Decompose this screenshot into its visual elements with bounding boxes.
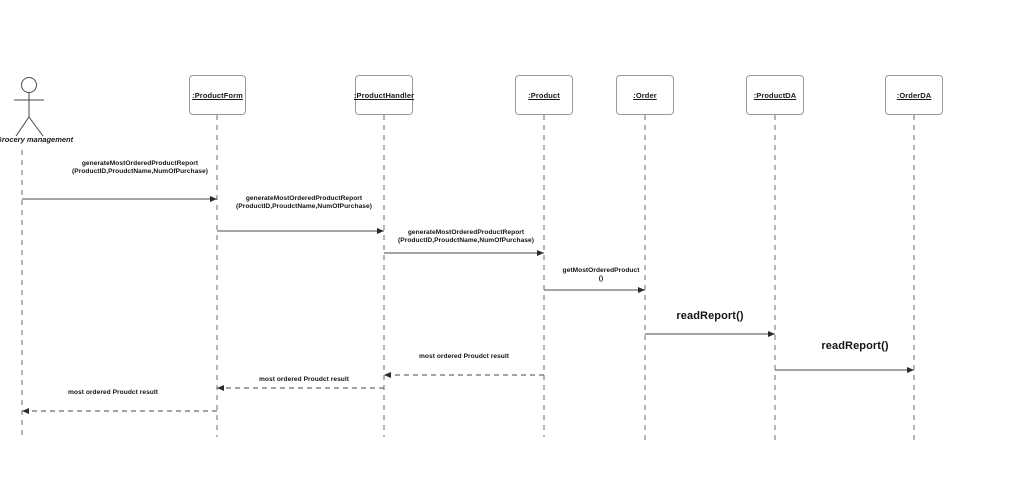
message-label-text-msg-4: getMostOrderedProduct (): [562, 267, 640, 283]
lifeline-box-order[interactable]: :Order: [616, 75, 674, 115]
lifeline-title-product-form: :ProductForm: [192, 90, 243, 100]
message-label-text-ret-1: most ordered Proudct result: [418, 353, 510, 360]
lifeline-box-product-handler[interactable]: :ProductHandler: [353, 75, 415, 115]
actor-label: Grocery management: [0, 135, 74, 144]
message-label-text-msg-1: generateMostOrderedProductReport (Produc…: [72, 160, 208, 176]
lifeline-title-order-da: :OrderDA: [896, 90, 932, 100]
lifeline-title-product-handler: :ProductHandler: [353, 90, 415, 100]
message-arrows-group: [22, 196, 914, 414]
message-label-text-msg-3: generateMostOrderedProductReport (Produc…: [398, 229, 534, 245]
lifeline-box-order-da[interactable]: :OrderDA: [885, 75, 943, 115]
lifeline-box-product[interactable]: :Product: [515, 75, 573, 115]
lifeline-title-order: :Order: [633, 90, 657, 100]
actor-stick-figure: [14, 77, 44, 137]
lifeline-dashes-group: [21, 115, 915, 443]
lifeline-title-product-da: :ProductDA: [753, 90, 797, 100]
message-label-text-ret-3: most ordered Proudct result: [67, 389, 159, 396]
message-label-text-msg-2: generateMostOrderedProductReport (Produc…: [236, 195, 372, 211]
lifeline-box-product-da[interactable]: :ProductDA: [746, 75, 804, 115]
message-label-text-msg-5: readReport(): [676, 310, 744, 322]
lifeline-title-product: :Product: [528, 90, 560, 100]
message-label-text-ret-2: most ordered Proudct result: [258, 376, 350, 383]
lifeline-box-product-form[interactable]: :ProductForm: [189, 75, 246, 115]
message-label-text-msg-6: readReport(): [821, 340, 889, 352]
